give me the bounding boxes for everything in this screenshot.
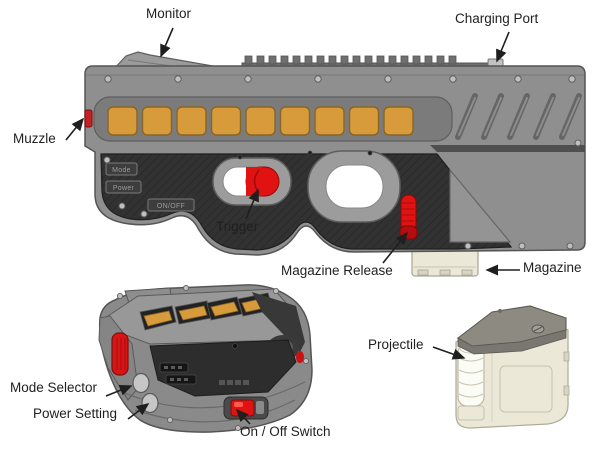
muzzle-front: [111, 332, 129, 376]
charging-port-arrow: [496, 31, 510, 63]
muzzle-tip: [84, 109, 93, 128]
mode-marking: Mode: [112, 167, 131, 174]
screws: [103, 75, 582, 250]
trigger-area: [212, 157, 292, 206]
grip-fold: [449, 168, 512, 243]
power-plate: Power: [105, 180, 142, 194]
magazine-top-cap: [457, 305, 567, 355]
orange-buttons: [93, 96, 453, 142]
mode-selector-label: Mode Selector: [10, 380, 98, 395]
mode-selector-button: [132, 372, 150, 394]
side-view-illustration: Mode Power ON/OFF: [84, 51, 586, 277]
callout-arrows: [65, 27, 520, 425]
power-setting-label: Power Setting: [33, 406, 118, 421]
projectile-label: Projectile: [368, 337, 424, 352]
vent-slots: [455, 93, 582, 140]
front-perspective-illustration: [98, 284, 313, 433]
magazine-release-arrow: [382, 231, 408, 264]
magazine-projectile-illustration: [455, 305, 570, 429]
trigger-red: [245, 166, 280, 197]
monitor-label: Monitor: [146, 6, 192, 21]
monitor-arrow: [160, 27, 174, 58]
power-marking: Power: [113, 185, 135, 192]
magazine-label: Magazine: [523, 260, 582, 275]
on-off-switch: [223, 396, 269, 420]
onoff-plate: ON/OFF: [147, 198, 195, 212]
power-setting-button: [141, 392, 159, 414]
power-setting-arrow: [127, 403, 150, 420]
magazine-release-label: Magazine Release: [281, 263, 393, 278]
connector-ports: [159, 343, 249, 385]
projectile-arrow: [432, 346, 466, 360]
on-off-switch-label: On / Off Switch: [240, 424, 331, 439]
trigger-arrow: [245, 188, 259, 220]
top-buttons: [139, 292, 274, 331]
magazine-side: [411, 245, 479, 277]
mode-plate: Mode: [105, 162, 138, 176]
charging-port-label: Charging Port: [455, 11, 539, 26]
trigger-label: Trigger: [216, 219, 259, 234]
grip-hole: [307, 150, 401, 223]
magazine-release-button: [399, 194, 418, 240]
muzzle-arrow: [65, 117, 85, 141]
on-off-switch-arrow: [235, 408, 251, 425]
mode-selector-arrow: [105, 384, 133, 397]
onoff-marking: ON/OFF: [157, 203, 185, 210]
release-glimpse: [296, 351, 304, 363]
muzzle-label: Muzzle: [13, 131, 56, 146]
